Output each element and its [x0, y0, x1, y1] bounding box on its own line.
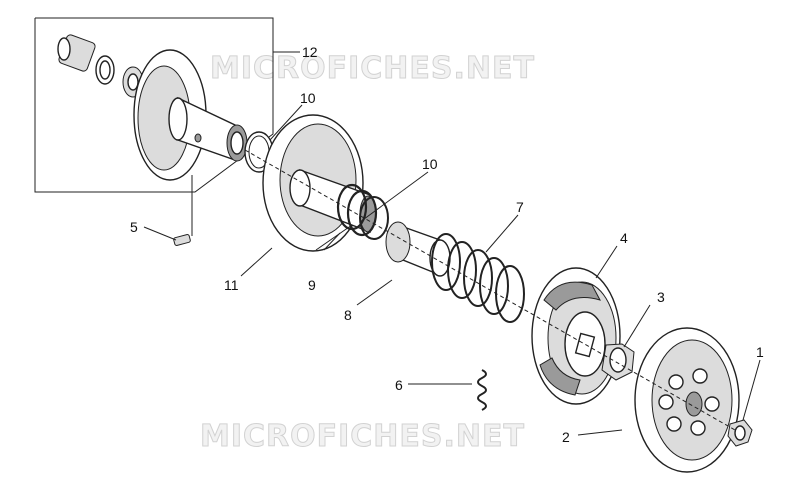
callout-labels: 12 10 10 5 11 9 7 8 4 3 6 1 2 — [130, 44, 764, 445]
callout-1: 1 — [756, 344, 764, 360]
callout-10-lower: 10 — [422, 156, 438, 172]
callout-9: 9 — [308, 277, 316, 293]
callout-3: 3 — [657, 289, 665, 305]
compression-spring-icon[interactable] — [431, 233, 525, 323]
subassembly-frame — [34, 17, 274, 193]
pin-icon[interactable] — [173, 234, 191, 246]
watermark-top: MICROFICHES.NET — [210, 51, 535, 86]
callout-7: 7 — [516, 199, 524, 215]
callout-11: 11 — [224, 277, 239, 293]
clutch-bell-icon[interactable] — [634, 327, 740, 473]
nut-icon-1[interactable] — [727, 419, 753, 447]
callout-8: 8 — [344, 307, 352, 323]
watermark-bottom: MICROFICHES.NET — [200, 419, 525, 454]
callout-10-upper: 10 — [300, 90, 316, 106]
fixed-half-pulley-icon[interactable] — [262, 114, 377, 252]
clutch-assembly-icon[interactable] — [531, 267, 621, 405]
spring-seat-icon[interactable] — [385, 221, 451, 277]
o-ring-icon[interactable] — [336, 183, 378, 237]
seal-ring-icon-2[interactable] — [359, 196, 389, 240]
callout-12: 12 — [302, 44, 318, 60]
leader-lines — [143, 51, 761, 436]
nut-icon[interactable] — [601, 343, 635, 381]
callout-5: 5 — [130, 219, 138, 235]
callout-6: 6 — [395, 377, 403, 393]
shoe-spring-icon[interactable] — [477, 369, 487, 411]
movable-half-pulley-icon[interactable] — [57, 34, 248, 181]
callout-2: 2 — [562, 429, 570, 445]
callout-4: 4 — [620, 230, 628, 246]
